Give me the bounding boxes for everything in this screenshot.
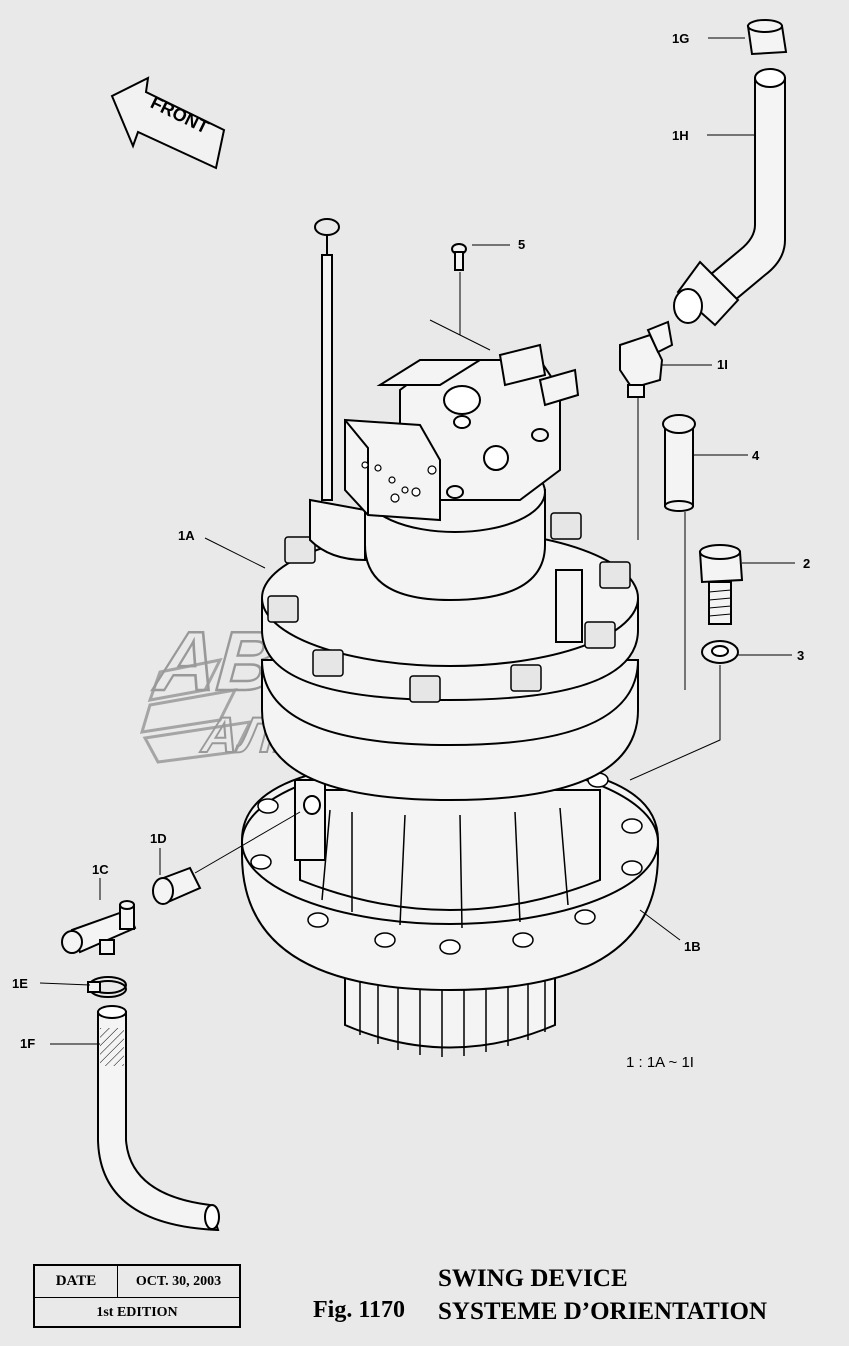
- elbow-1i: [619, 320, 674, 540]
- bolt-5: [429, 243, 491, 351]
- kit-note: 1 : 1A ~ 1I: [626, 1054, 694, 1071]
- front-arrow: FRONT: [110, 76, 226, 170]
- callout-2: 2: [803, 556, 810, 571]
- callout-1g: 1G: [672, 31, 689, 46]
- figure-number: Fig. 1170: [313, 1297, 406, 1323]
- callout-1b: 1B: [684, 939, 701, 954]
- fitting-1d: [152, 811, 301, 905]
- callout-3: 3: [797, 648, 804, 663]
- pinion-gear: [344, 974, 556, 1057]
- valve-block: [344, 343, 580, 522]
- date-box: DATE OCT. 30, 2003 1st EDITION: [33, 1264, 241, 1328]
- callout-5: 5: [518, 237, 525, 252]
- callout-1e: 1E: [12, 976, 28, 991]
- hose-1f: [97, 1005, 220, 1232]
- reduction-gear-housing: [261, 659, 639, 802]
- hose-1h: [673, 68, 786, 327]
- callout-4: 4: [752, 448, 760, 463]
- edition: 1st EDITION: [96, 1305, 178, 1320]
- clamp-1e: [87, 976, 127, 998]
- callout-1a: 1A: [178, 528, 195, 543]
- callout-1d: 1D: [150, 831, 167, 846]
- pin-4: [662, 414, 696, 690]
- date-label: DATE: [35, 1266, 118, 1297]
- ribbed-housing: [294, 779, 601, 929]
- washer-3: [629, 640, 739, 781]
- date-value: OCT. 30, 2003: [135, 1273, 222, 1289]
- cap-1g: [746, 19, 788, 56]
- swing-motor-assembly: [241, 218, 659, 1057]
- tee-1c: [61, 900, 137, 955]
- callout-1c: 1C: [92, 862, 109, 877]
- level-gauge: [314, 218, 340, 501]
- callout-1h: 1H: [672, 128, 689, 143]
- title-french: SYSTEME D’ORIENTATION: [438, 1298, 767, 1325]
- bolt-2: [698, 544, 744, 625]
- title-english: SWING DEVICE: [438, 1265, 628, 1292]
- leader-lines: [39, 37, 795, 1045]
- callout-1f: 1F: [20, 1036, 35, 1051]
- callout-1i: 1I: [717, 357, 728, 372]
- callout-labels: 1G 1H 5 1I 4 1A 2 3 1D 1C 1B 1E 1F: [12, 31, 810, 1051]
